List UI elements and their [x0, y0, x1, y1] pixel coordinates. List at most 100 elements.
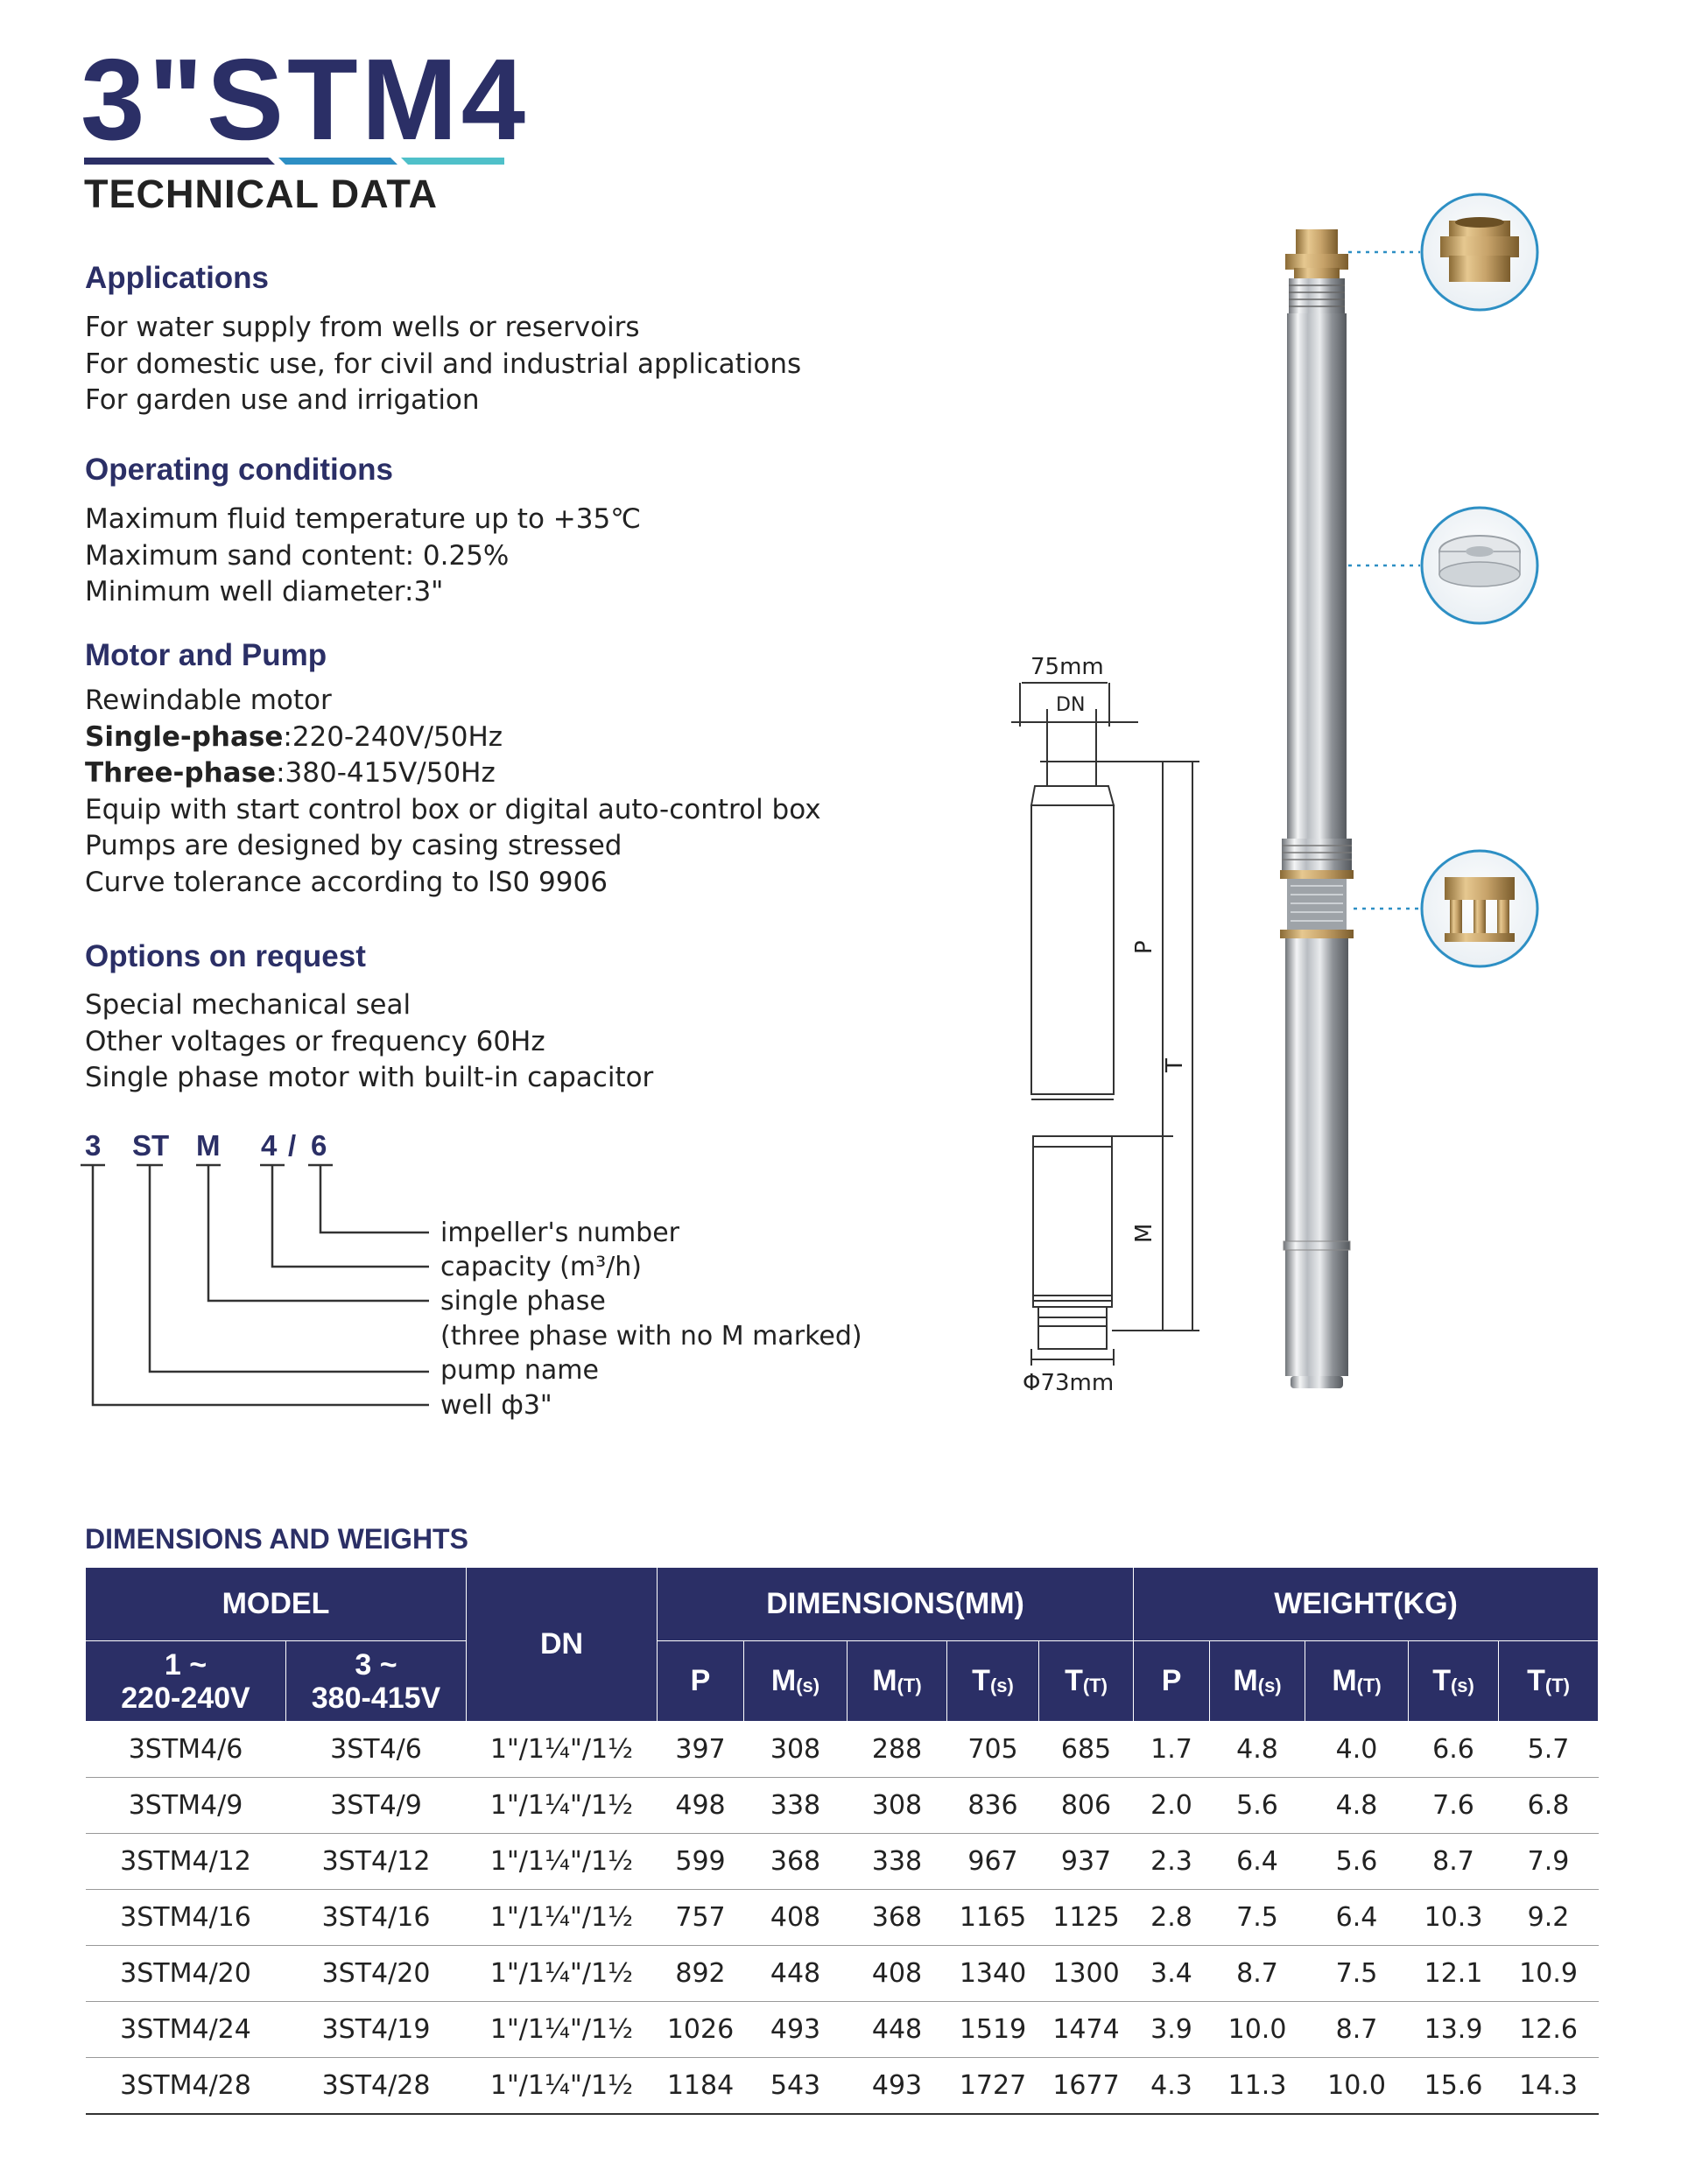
- options-line: Single phase motor with built-in capacit…: [85, 1062, 654, 1093]
- table-cell: 4.8: [1209, 1721, 1305, 1778]
- table-cell: 3STM4/20: [85, 1945, 286, 2002]
- table-cell: 7.6: [1408, 1777, 1499, 1834]
- table-cell: 3ST4/20: [285, 1945, 467, 2002]
- dimensions-header: DIMENSIONS(MM): [656, 1567, 1135, 1641]
- table-cell: 368: [743, 1833, 848, 1890]
- table-cell: 8.7: [1305, 2001, 1409, 2058]
- legend-well: well ф3": [440, 1390, 552, 1421]
- table-cell: 288: [847, 1721, 947, 1778]
- model-header: MODEL: [85, 1567, 467, 1641]
- table-cell: 1125: [1038, 1889, 1134, 1946]
- table-cell: 1"/1¼"/1½: [466, 1889, 658, 1946]
- table-cell: 1340: [946, 1945, 1039, 2002]
- table-cell: 599: [657, 1833, 744, 1890]
- legend-pump-name: pump name: [440, 1355, 599, 1386]
- pump-body: [1280, 229, 1354, 1388]
- table-cell: 3ST4/12: [285, 1833, 467, 1890]
- options-line: Other voltages or frequency 60Hz: [85, 1025, 545, 1057]
- table-cell: 1"/1¼"/1½: [466, 1721, 658, 1778]
- legend-impellers: impeller's number: [440, 1218, 680, 1248]
- weight-col-t-s: T(s): [1408, 1640, 1500, 1722]
- weight-header: WEIGHT(KG): [1133, 1567, 1600, 1641]
- three-phase-header: 3 ~380-415V: [285, 1640, 467, 1722]
- applications-list: For water supply from wells or reservoir…: [85, 310, 801, 419]
- weight-col-p: P: [1133, 1640, 1211, 1722]
- table-cell: 3STM4/24: [85, 2001, 286, 2058]
- table-cell: 836: [946, 1777, 1039, 1834]
- options-heading: Options on request: [85, 939, 366, 973]
- table-cell: 967: [946, 1833, 1039, 1890]
- table-cell: 5.6: [1305, 1833, 1409, 1890]
- single-phase-label: Single-phase: [85, 720, 284, 753]
- table-cell: 1300: [1038, 1945, 1134, 2002]
- table-cell: 14.3: [1498, 2057, 1599, 2115]
- table-cell: 937: [1038, 1833, 1134, 1890]
- table-cell: 7.5: [1305, 1945, 1409, 2002]
- table-cell: 685: [1038, 1721, 1134, 1778]
- page-title: 3"STM4: [81, 35, 530, 164]
- motor-line: Curve tolerance according to lS0 9906: [85, 866, 608, 898]
- table-cell: 7.5: [1209, 1889, 1305, 1946]
- table-cell: 11.3: [1209, 2057, 1305, 2115]
- options-line: Special mechanical seal: [85, 989, 411, 1021]
- table-cell: 448: [743, 1945, 848, 2002]
- table-cell: 15.6: [1408, 2057, 1499, 2115]
- table-cell: 3STM4/6: [85, 1721, 286, 1778]
- legend-capacity: capacity (m³/h): [440, 1252, 642, 1282]
- table-cell: 4.0: [1305, 1721, 1409, 1778]
- code-part-well: 3: [85, 1129, 102, 1162]
- operating-line: Maximum sand content: 0.25%: [85, 539, 510, 572]
- operating-line: Maximum fluid temperature up to +35℃: [85, 503, 642, 535]
- table-cell: 5.6: [1209, 1777, 1305, 1834]
- dim-col-m-s: M(s): [743, 1640, 848, 1722]
- table-cell: 448: [847, 2001, 947, 2058]
- dim-col-m-t: M(T): [847, 1640, 947, 1722]
- table-cell: 3ST4/6: [285, 1721, 467, 1778]
- table-cell: 3STM4/12: [85, 1833, 286, 1890]
- dimension-drawing: [1011, 682, 1199, 1366]
- dim-col-t-s: T(s): [946, 1640, 1039, 1722]
- table-cell: 1677: [1038, 2057, 1134, 2115]
- table-cell: 705: [946, 1721, 1039, 1778]
- table-cell: 892: [657, 1945, 744, 2002]
- table-cell: 1"/1¼"/1½: [466, 1833, 658, 1890]
- table-cell: 10.3: [1408, 1889, 1499, 1946]
- table-cell: 338: [743, 1777, 848, 1834]
- three-phase-value: :380-415V/50Hz: [276, 757, 496, 789]
- table-cell: 1165: [946, 1889, 1039, 1946]
- applications-heading: Applications: [85, 261, 270, 295]
- weight-col-m-s: M(s): [1209, 1640, 1306, 1722]
- table-cell: 2.0: [1133, 1777, 1210, 1834]
- table-cell: 9.2: [1498, 1889, 1599, 1946]
- table-cell: 493: [743, 2001, 848, 2058]
- code-part-pump: ST: [132, 1129, 170, 1162]
- table-cell: 1026: [657, 2001, 744, 2058]
- single-phase-symbol: 1 ~: [164, 1647, 207, 1682]
- table-cell: 1474: [1038, 2001, 1134, 2058]
- dim-col-t-t: T(T): [1037, 1640, 1135, 1722]
- three-phase-label: Three-phase: [85, 757, 277, 789]
- operating-line: Minimum well diameter:3": [85, 576, 444, 607]
- single-phase-voltage: 220-240V: [121, 1681, 250, 1715]
- outlet-part-callout: [1420, 193, 1539, 312]
- applications-line: For garden use and irrigation: [85, 384, 480, 416]
- table-cell: 4.8: [1305, 1777, 1409, 1834]
- table-cell: 6.4: [1209, 1833, 1305, 1890]
- table-cell: 10.0: [1209, 2001, 1305, 2058]
- motor-line: Rewindable motor: [85, 685, 332, 716]
- table-cell: 3ST4/16: [285, 1889, 467, 1946]
- code-part-impellers: 6: [311, 1129, 327, 1162]
- applications-line: For water supply from wells or reservoir…: [85, 312, 640, 343]
- table-cell: 1"/1¼"/1½: [466, 2057, 658, 2115]
- table-cell: 1"/1¼"/1½: [466, 1777, 658, 1834]
- table-cell: 12.6: [1498, 2001, 1599, 2058]
- table-cell: 4.3: [1133, 2057, 1210, 2115]
- table-cell: 8.7: [1408, 1833, 1499, 1890]
- table-cell: 3ST4/28: [285, 2057, 467, 2115]
